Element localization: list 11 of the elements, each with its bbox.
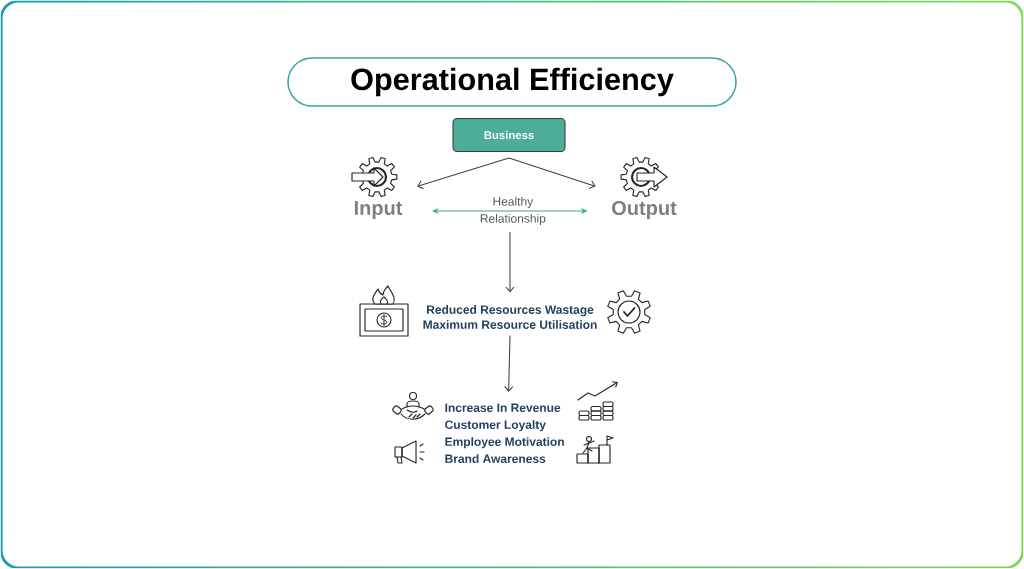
edge-label: Healthy Relationship — [480, 196, 546, 226]
text-list: Increase In Revenue Customer Loyalty Employee Motivation Brand Awareness — [445, 403, 564, 463]
arrow — [504, 334, 514, 392]
node-label: Output — [612, 200, 677, 220]
title-box: Operational Efficiency — [287, 57, 737, 107]
process-box: Business — [452, 117, 566, 153]
arrow — [417, 157, 510, 190]
arrow — [505, 231, 515, 293]
node-label: Input — [354, 201, 403, 219]
arrow — [508, 157, 596, 189]
node-text: Reduced Resources Wastage Maximum Resource Utilisation — [423, 305, 597, 329]
